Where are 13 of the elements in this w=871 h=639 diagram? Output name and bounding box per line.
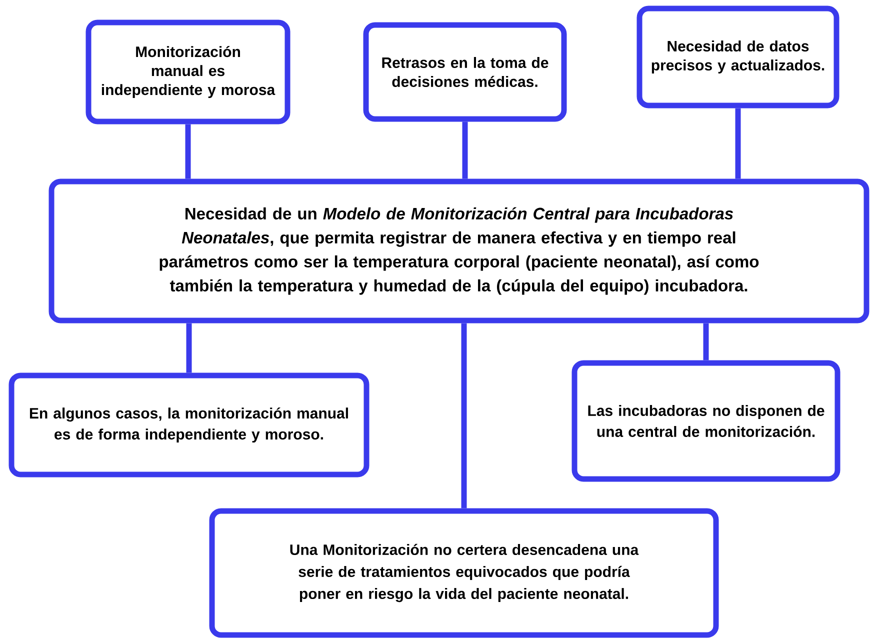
text-box: Retrasos en la toma de decisiones médicas. bbox=[363, 22, 567, 122]
connector-line bbox=[462, 122, 468, 179]
text-box: Necesidad de un Modelo de Monitorización Central para Incubadoras Neonatales, que permita registrar de manera efectiva y en tiempo real parámetros como ser la temperatura corporal (paciente neonatal), así como también la temperatura y humedad de la (cúpula del equipo) incubadora. bbox=[48, 178, 870, 324]
connector-line bbox=[185, 124, 191, 179]
connector-line bbox=[703, 323, 709, 360]
text-box: Las incubadoras no disponen de una central de monitorización. bbox=[572, 360, 840, 482]
connector-line bbox=[186, 323, 192, 373]
connector-line bbox=[735, 108, 741, 179]
text-box: Monitorización manual es independiente y morosa bbox=[86, 20, 290, 124]
connector-line bbox=[461, 323, 467, 508]
text-box: Necesidad de datos precisos y actualizados. bbox=[636, 6, 840, 108]
text-box: Una Monitorización no certera desencadena una serie de tratamientos equivocados que podría poner en riesgo la vida del paciente neonatal. bbox=[209, 508, 719, 638]
text-box: En algunos casos, la monitorización manual es de forma independiente y moroso. bbox=[8, 372, 370, 478]
